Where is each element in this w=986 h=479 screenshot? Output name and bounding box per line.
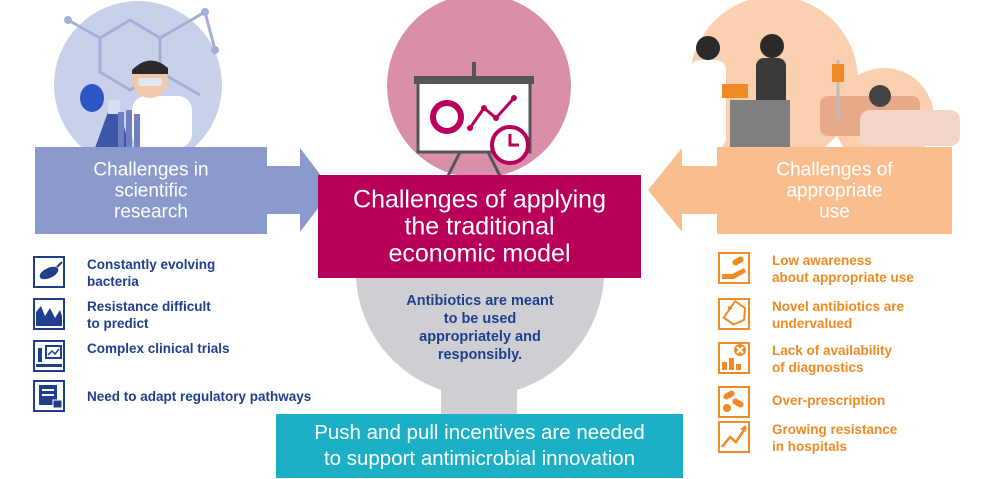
pills-icon [718, 386, 750, 418]
list-item-label: Constantly evolving bacteria [87, 257, 216, 289]
list-item-label: Resistance difficult to predict [87, 299, 211, 331]
list-item: Novel antibiotics are undervalued [718, 298, 968, 338]
incentives-banner: Push and pull incentives are needed to s… [276, 414, 683, 478]
scientist-icon [80, 60, 192, 148]
molecule-graphic [67, 10, 217, 97]
list-item-label: Low awareness about appropriate use [772, 253, 914, 285]
rising-trend-icon [718, 421, 750, 453]
bacteria-icon [33, 256, 65, 288]
list-item: Complex clinical trials [33, 340, 333, 380]
presentation-board-icon [414, 62, 534, 177]
document-lock-icon [33, 380, 65, 412]
hand-pill-icon [718, 252, 750, 284]
list-item-label: Need to adapt regulatory pathways [87, 389, 312, 404]
economic-model-box: Challenges of applying the traditional e… [318, 175, 641, 278]
lightbulb-shape [356, 278, 604, 414]
appropriate-use-box: Challenges of appropriate use [717, 147, 952, 234]
list-item: Constantly evolving bacteria [33, 256, 333, 296]
list-item: Low awareness about appropriate use [718, 252, 968, 292]
list-item: Over-prescription [718, 386, 968, 426]
scientific-research-title: Challenges in scientific research [93, 159, 209, 222]
list-item-label: Novel antibiotics are undervalued [772, 299, 905, 331]
antibiotics-note: Antibiotics are meant to be used appropr… [406, 293, 554, 363]
scientific-research-box: Challenges in scientific research [35, 147, 267, 234]
left-arrow-shape [648, 148, 717, 232]
list-item-label: Complex clinical trials [87, 341, 230, 356]
doctor-patient-icon [690, 34, 960, 148]
list-item: Need to adapt regulatory pathways [33, 380, 333, 420]
microscope-monitor-icon [33, 340, 65, 372]
list-item: Lack of availability of diagnostics [718, 342, 968, 382]
list-item: Resistance difficult to predict [33, 298, 333, 338]
price-tag-icon [718, 298, 750, 330]
list-item-label: Growing resistance in hospitals [772, 422, 898, 454]
list-item-label: Over-prescription [772, 393, 886, 408]
right-arrow-shape [267, 148, 332, 232]
appropriate-use-title: Challenges of appropriate use [776, 159, 893, 222]
list-item: Growing resistance in hospitals [718, 421, 968, 461]
bar-chart-cross-icon [718, 342, 750, 374]
volatile-line-chart-icon [33, 298, 65, 330]
list-item-label: Lack of availability of diagnostics [772, 343, 893, 375]
economic-model-title: Challenges of applying the traditional e… [353, 185, 606, 267]
incentives-banner-text: Push and pull incentives are needed to s… [314, 421, 645, 470]
